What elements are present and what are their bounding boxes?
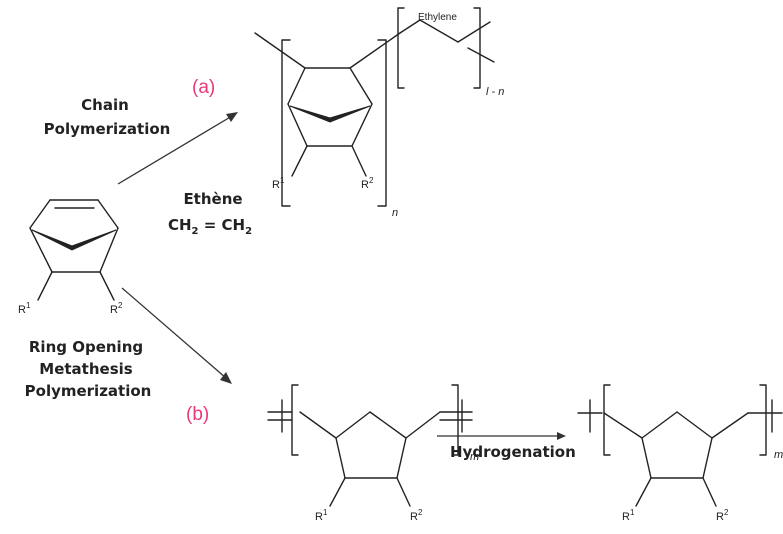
hydrogenated-index-m: m xyxy=(774,449,783,461)
polymer-a-index-n: n xyxy=(392,207,398,219)
polymer-a-r1: R1 xyxy=(272,176,285,191)
polymer-b: R1 R2 m xyxy=(267,384,479,523)
romp-label-line2: Metathesis xyxy=(39,360,132,378)
hydrogenated-r2: R2 xyxy=(716,508,729,523)
norbornene-monomer: R1 R2 xyxy=(18,199,123,316)
branch-a-label: (a) xyxy=(192,77,215,98)
hydrogenated-polymer: R1 R2 m xyxy=(577,384,783,523)
polymer-a-index-l-minus-n: l - n xyxy=(486,86,504,98)
hydrogenation-label: Hydrogenation xyxy=(450,443,576,461)
ethene-formula: CH2 = CH2 xyxy=(168,216,252,237)
polymer-b-r2: R2 xyxy=(410,508,423,523)
polymer-b-r1: R1 xyxy=(315,508,328,523)
chain-polymerization-label-line2: Polymerization xyxy=(44,120,171,138)
romp-label-line3: Polymerization xyxy=(25,382,152,400)
polymer-a-r2: R2 xyxy=(361,176,374,191)
polymer-b-index-m: m xyxy=(470,451,479,463)
arrow-b xyxy=(121,287,232,384)
hydrogenated-r1: R1 xyxy=(622,508,635,523)
arrow-a xyxy=(117,112,238,185)
romp-label-line1: Ring Opening xyxy=(29,338,143,356)
ethene-name: Ethène xyxy=(183,190,242,208)
ethylene-label: Ethylene xyxy=(418,12,457,23)
r1-label: R1 xyxy=(18,301,31,316)
chain-polymerization-label-line1: Chain xyxy=(81,96,129,114)
polymer-a: R1 R2 n Ethylene l - n xyxy=(254,7,504,219)
arrow-hydrogenation xyxy=(437,432,566,440)
branch-b-label: (b) xyxy=(186,404,209,425)
r2-label: R2 xyxy=(110,301,123,316)
